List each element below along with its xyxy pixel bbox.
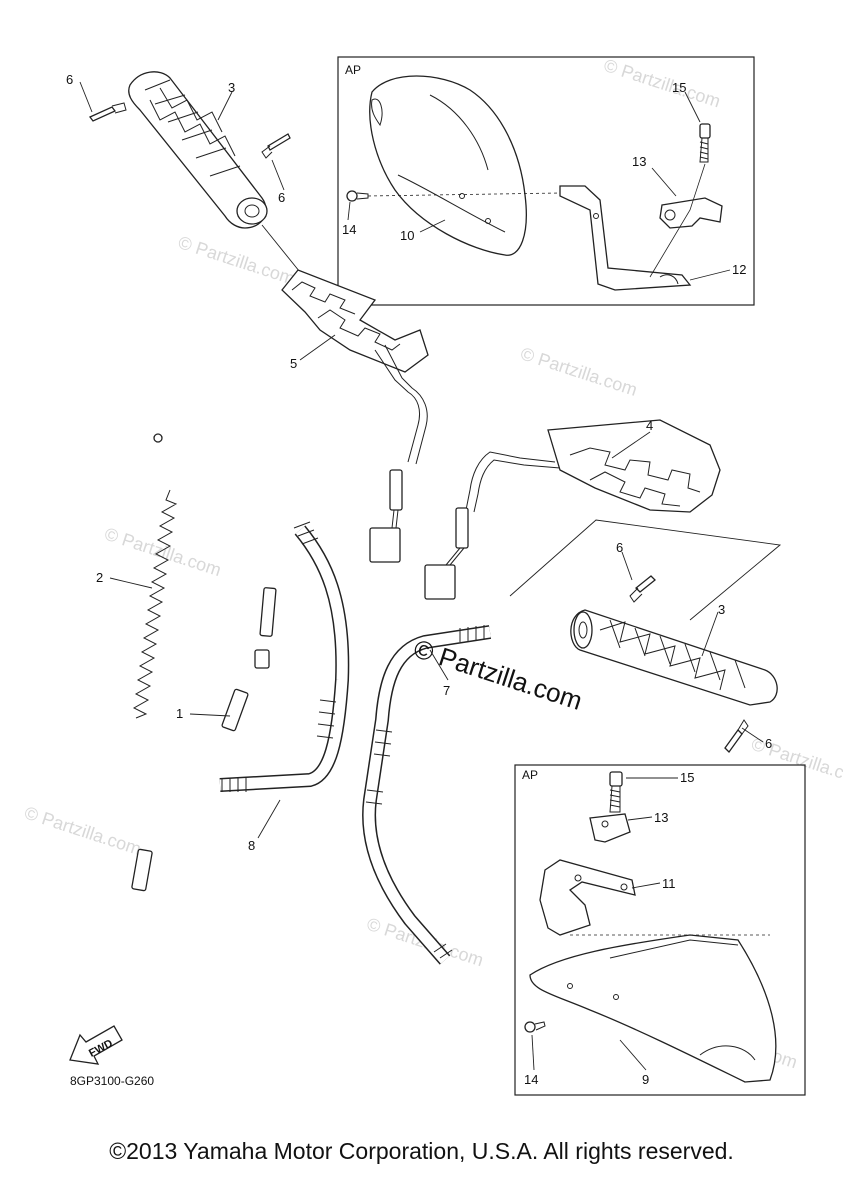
callout-6: 6 (616, 540, 623, 555)
callout-3: 3 (718, 602, 725, 617)
hose-8 (219, 521, 350, 792)
spring-2 (132, 489, 178, 719)
heater-element-4 (424, 419, 721, 600)
screw-14-bottom (524, 1021, 546, 1033)
watermark: © Partzilla.com (22, 803, 144, 860)
ap-box-bottom (514, 764, 806, 1096)
callout-13: 13 (654, 810, 668, 825)
watermark: © Partzilla.com (102, 524, 224, 581)
leader-lines (79, 81, 764, 1071)
grip-3-left (128, 71, 268, 229)
callout-7: 7 (443, 683, 450, 698)
callout-10: 10 (400, 228, 414, 243)
callout-2: 2 (96, 570, 103, 585)
screw-14-top (346, 190, 369, 202)
hand-guard-9 (529, 934, 777, 1083)
bolt-15-top (699, 123, 711, 163)
grip-3-right (570, 609, 778, 706)
callout-15: 15 (672, 80, 686, 95)
watermark: © Partzilla.com (749, 734, 843, 791)
heater-element-5 (281, 269, 429, 465)
ap-label-top: AP (345, 63, 361, 77)
diagram-code: 8GP3100-G260 (70, 1074, 154, 1088)
bolt-15-bottom (609, 771, 623, 813)
callout-6: 6 (278, 190, 285, 205)
alignment-line (367, 192, 561, 197)
callout-3: 3 (228, 80, 235, 95)
copyright-notice: ©2013 Yamaha Motor Corporation, U.S.A. A… (109, 1138, 734, 1164)
center-watermark: © Partzilla.com (410, 633, 586, 716)
callout-9: 9 (642, 1072, 649, 1087)
watermark: © Partzilla.com (518, 343, 640, 400)
watermark: © Partzilla.com (601, 55, 723, 112)
watermark: © Partzilla.com (176, 232, 298, 289)
bracket-12 (559, 185, 692, 291)
callout-6: 6 (765, 736, 772, 751)
alignment-line (649, 163, 706, 278)
callout-14: 14 (524, 1072, 538, 1087)
fwd-arrow-icon: FWD (69, 1025, 123, 1065)
callout-5: 5 (290, 356, 297, 371)
callout-12: 12 (732, 262, 746, 277)
callout-4: 4 (646, 418, 653, 433)
callout-1: 1 (176, 706, 183, 721)
clamp-13-bottom (589, 813, 631, 843)
hose-7 (362, 625, 492, 965)
leader (509, 519, 782, 621)
throttle-cable-1 (131, 433, 278, 892)
pin-6-a (88, 102, 127, 122)
hand-guard-10 (369, 75, 527, 256)
connector-5 (369, 469, 403, 563)
callout-8: 8 (248, 838, 255, 853)
ap-box-top (337, 56, 755, 306)
clamp-13-top (659, 197, 723, 229)
callout-11: 11 (662, 876, 676, 891)
callout-6: 6 (66, 72, 73, 87)
callout-13: 13 (632, 154, 646, 169)
pin-6-d (724, 719, 749, 753)
ap-label-bottom: AP (522, 768, 538, 782)
callout-15: 15 (680, 770, 694, 785)
callout-14: 14 (342, 222, 356, 237)
pin-6-b (261, 133, 291, 159)
pin-6-c (629, 575, 656, 603)
bracket-11 (539, 859, 636, 936)
